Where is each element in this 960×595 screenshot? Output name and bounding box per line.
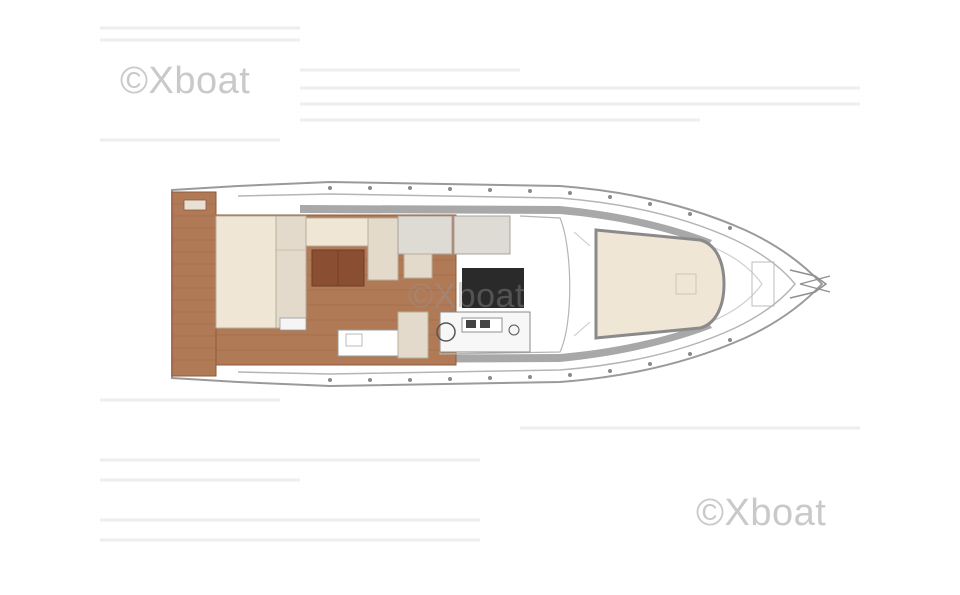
helm-seat-1 [397, 215, 453, 255]
cockpit-seat-top [305, 217, 369, 247]
boarding-ladder [183, 199, 207, 211]
swim-platform [171, 191, 217, 377]
helm-seat-base [403, 253, 433, 279]
watermark-center: ©Xboat [408, 277, 525, 315]
bow-pulpit [789, 269, 828, 299]
gunwale-line [237, 193, 796, 375]
side-deck-band-top [300, 205, 712, 246]
deck-fittings [328, 186, 732, 382]
helm-dark-panel [462, 268, 524, 308]
companion-seat [397, 311, 429, 359]
windshield [439, 215, 571, 355]
helm-seat-2 [453, 215, 511, 255]
wet-bar [279, 317, 307, 331]
cockpit-seat-corner [367, 217, 399, 281]
side-deck-band-bottom [300, 322, 712, 363]
anchor-locker [751, 261, 775, 307]
deck-hatch [675, 273, 697, 295]
aft-bench-backrest [275, 215, 307, 329]
faint-spec-lines [100, 26, 860, 542]
steering-wheel-icon [436, 322, 456, 342]
foredeck-sunpad [594, 228, 726, 340]
watermark-top-left: ©Xboat [120, 60, 251, 102]
watermark-bottom-right: ©Xboat [696, 492, 827, 534]
aft-sunbed [215, 215, 277, 329]
